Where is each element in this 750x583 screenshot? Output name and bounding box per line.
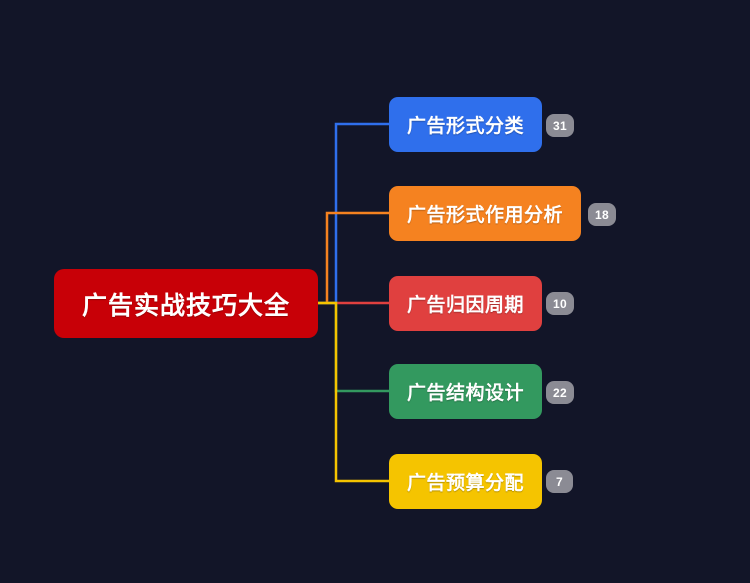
mindmap-branch-node-label: 广告结构设计 xyxy=(406,383,524,404)
connector-line-5 xyxy=(316,301,391,483)
connector-line-2 xyxy=(316,211,391,305)
mindmap-branch-badge-2[interactable]: 18 xyxy=(588,203,616,226)
mindmap-branch-badge-1[interactable]: 31 xyxy=(546,114,574,137)
mindmap-root-node-label: 广告实战技巧大全 xyxy=(81,291,290,320)
mindmap-branch-badge-4[interactable]: 22 xyxy=(546,381,574,404)
mindmap-branch-badge-5[interactable]: 7 xyxy=(546,470,573,493)
mindmap-branch-node-1[interactable]: 广告形式分类 xyxy=(389,97,542,152)
mindmap-branch-node-2[interactable]: 广告形式作用分析 xyxy=(389,186,581,241)
mindmap-root-node[interactable]: 广告实战技巧大全 xyxy=(54,269,318,338)
mindmap-branch-node-4[interactable]: 广告结构设计 xyxy=(389,364,542,419)
mindmap-branch-node-label: 广告形式作用分析 xyxy=(406,205,563,226)
connector-line-1 xyxy=(316,122,391,305)
mindmap-branch-node-5[interactable]: 广告预算分配 xyxy=(389,454,542,509)
mindmap-branch-node-label: 广告形式分类 xyxy=(406,116,524,137)
mindmap-branch-node-label: 广告归因周期 xyxy=(406,295,524,316)
connector-line-4 xyxy=(316,301,391,393)
mindmap-branch-node-3[interactable]: 广告归因周期 xyxy=(389,276,542,331)
mindmap-branch-node-label: 广告预算分配 xyxy=(406,473,524,494)
mindmap-branch-badge-3[interactable]: 10 xyxy=(546,292,574,315)
